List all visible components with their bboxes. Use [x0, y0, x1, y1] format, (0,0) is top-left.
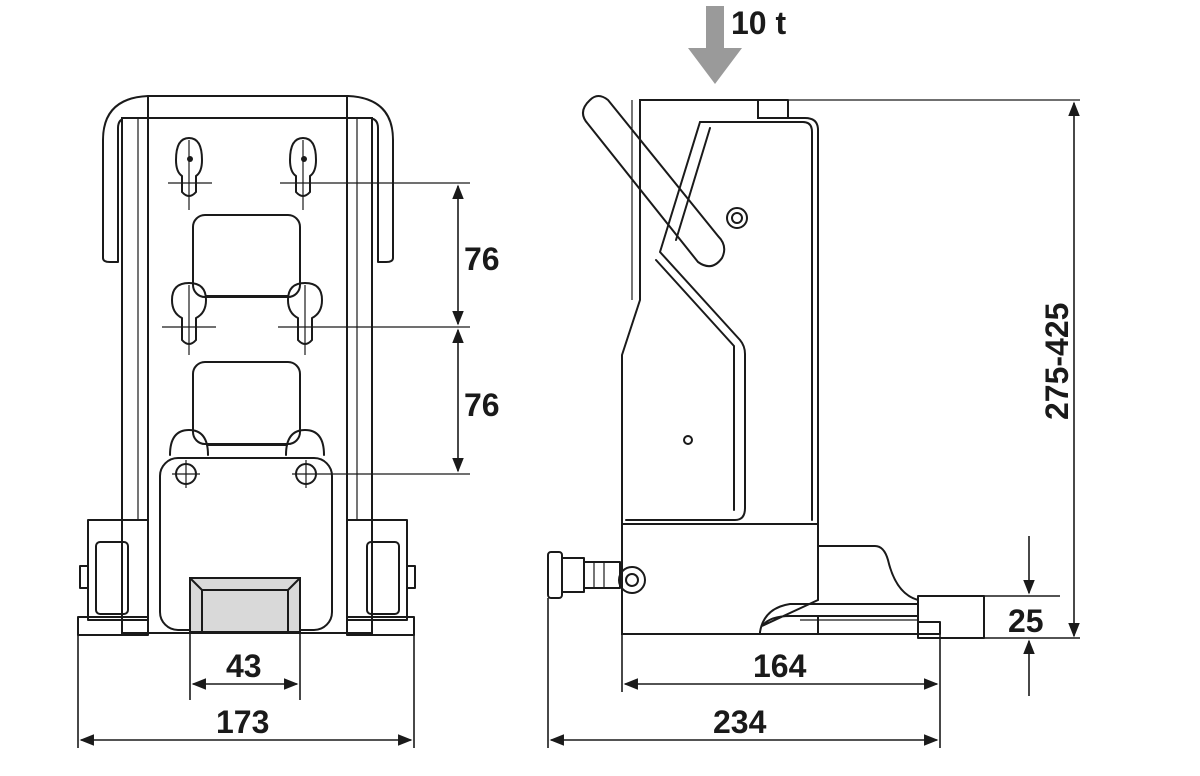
load-label: 10 t [731, 5, 786, 41]
keyhole-middle-right [278, 282, 470, 355]
side-toe [917, 595, 985, 639]
keyhole-upper-right [280, 137, 470, 210]
front-toe [189, 577, 301, 633]
pump-lever [582, 95, 726, 268]
dim-body-depth: 164 [621, 634, 941, 748]
side-small-hole [683, 435, 693, 445]
side-bolt [726, 207, 748, 229]
right-foot [346, 519, 416, 636]
side-base [621, 523, 819, 635]
dim-label-234: 234 [713, 704, 767, 740]
lower-lug-left [169, 429, 209, 456]
lower-lug-right [285, 429, 325, 456]
hydraulic-coupler-icon [547, 551, 646, 599]
load-arrow [688, 6, 742, 84]
dim-base-width: 173 [77, 635, 415, 748]
mount-hole-left [172, 460, 200, 488]
mount-hole-right [292, 460, 470, 488]
dim-label-76-upper: 76 [464, 241, 500, 277]
keyhole-middle-left [162, 282, 216, 355]
dim-label-173: 173 [216, 704, 269, 740]
dim-label-76-lower: 76 [464, 387, 500, 423]
dim-overall-length: 234 [547, 598, 939, 748]
dim-toe-width: 43 [189, 632, 301, 700]
dim-label-25: 25 [1008, 603, 1044, 639]
dim-hole-spacing: 76 76 [452, 184, 500, 473]
dim-label-43: 43 [226, 648, 262, 684]
dim-label-275-425: 275-425 [1039, 303, 1075, 420]
keyhole-upper-left [168, 137, 212, 210]
jack-head [757, 99, 789, 119]
side-view: 10 t [547, 5, 1080, 748]
side-inner-profile [699, 121, 813, 521]
toe-lift-arm [761, 545, 919, 627]
dim-toe-height: 25 [984, 536, 1080, 696]
dim-lift-range: 275-425 [1039, 101, 1080, 638]
front-view: 76 76 43 173 [77, 95, 500, 748]
left-foot [77, 519, 149, 636]
side-housing [621, 99, 819, 525]
dim-label-164: 164 [753, 648, 807, 684]
